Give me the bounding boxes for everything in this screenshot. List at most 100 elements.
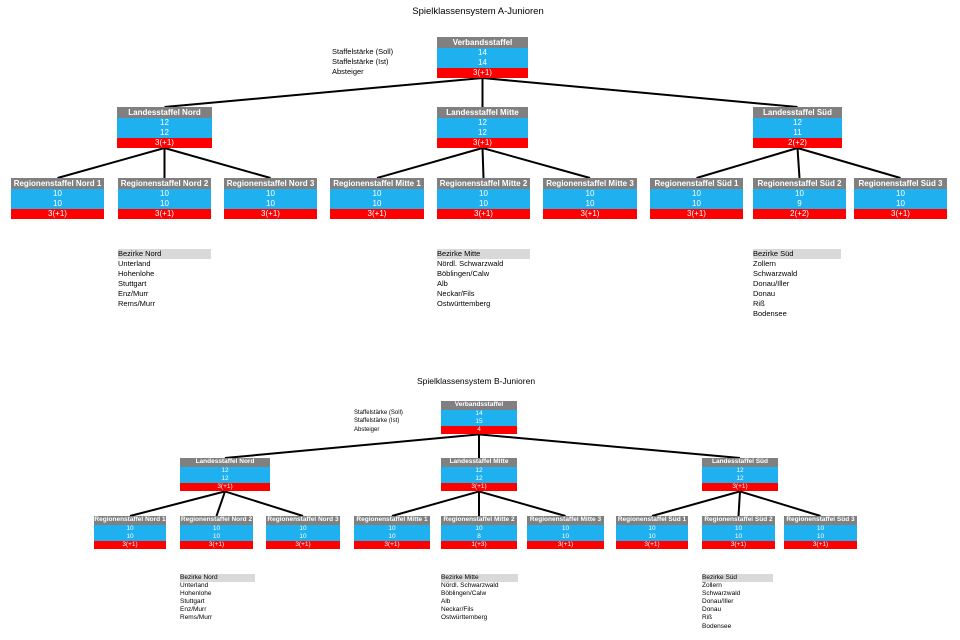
a-junioren-regionenstaffel-box-ist: 10	[650, 199, 743, 209]
a-junioren-district-item: Schwarzwald	[753, 269, 798, 278]
b-junioren-regionenstaffel-box-absteiger: 3(+1)	[702, 541, 775, 550]
a-junioren-connector-line	[164, 147, 271, 179]
a-junioren-regionenstaffel-box-ist: 10	[224, 199, 317, 209]
b-junioren-regionenstaffel-box-ist: 10	[180, 532, 253, 542]
a-junioren-regionenstaffel-box-soll: 10	[854, 189, 947, 199]
b-junioren-regionenstaffel-box-absteiger: 3(+1)	[180, 541, 253, 550]
b-junioren-regionenstaffel-box-ist: 10	[702, 532, 775, 542]
b-junioren-district-item: Neckar/Fils	[441, 606, 474, 614]
a-junioren-connector-line	[482, 147, 591, 179]
a-junioren-regionenstaffel-box-absteiger: 3(+1)	[650, 209, 743, 219]
a-junioren-district-title: Bezirke Nord	[118, 249, 211, 259]
a-junioren-landesstaffel-box-ist: 11	[753, 128, 842, 138]
b-junioren-landesstaffel-box-soll: 12	[441, 466, 517, 475]
b-junioren-regionenstaffel-box-ist: 8	[441, 532, 517, 542]
b-junioren-regionenstaffel-box-absteiger: 1(+3)	[441, 541, 517, 550]
a-junioren-regionenstaffel-box-absteiger: 3(+1)	[330, 209, 424, 219]
b-junioren-verbandsstaffel-box-soll: 14	[441, 409, 517, 418]
b-junioren-regionenstaffel-box-soll: 10	[180, 524, 253, 533]
a-junioren-regionenstaffel-box-ist: 10	[11, 199, 104, 209]
a-junioren-district-item: Bodensee	[753, 309, 787, 318]
b-junioren-regionenstaffel-box-name: Regionenstaffel Süd 1	[616, 516, 688, 525]
a-junioren-district-item: Ostwürttemberg	[437, 299, 491, 308]
a-junioren-regionenstaffel-box-name: Regionenstaffel Mitte 3	[543, 178, 637, 189]
a-junioren-verbandsstaffel-box-absteiger: 3(+1)	[437, 68, 528, 78]
b-junioren-connector-line	[737, 491, 741, 517]
a-junioren-regionenstaffel-box-name: Regionenstaffel Süd 3	[854, 178, 947, 189]
a-junioren-regionenstaffel-box-ist: 10	[118, 199, 211, 209]
b-junioren-district-item: Enz/Murr	[180, 606, 207, 614]
b-junioren-connector-line	[651, 490, 741, 517]
b-junioren-district-item: Nördl. Schwarzwald	[441, 582, 499, 590]
b-junioren-landesstaffel-box-name: Landesstaffel Mitte	[441, 458, 517, 467]
a-junioren-legend-label: Staffelstärke (Soll)	[332, 47, 394, 56]
a-junioren-regionenstaffel-box-absteiger: 3(+1)	[543, 209, 637, 219]
a-junioren-regionenstaffel-box-name: Regionenstaffel Süd 2	[753, 178, 846, 189]
b-junioren-district-item: Bodensee	[702, 622, 732, 630]
a-junioren-legend: Staffelstärke (Soll)Staffelstärke (Ist)A…	[332, 47, 393, 77]
a-junioren-landesstaffel-box-soll: 12	[117, 118, 212, 128]
a-junioren-district-item: Unterland	[118, 259, 151, 268]
b-junioren-legend-label: Staffelstärke (Soll)	[354, 410, 403, 416]
b-junioren-district-item: Donau/Iller	[702, 598, 734, 606]
a-junioren-district-item: Donau	[753, 289, 776, 298]
a-junioren-regionenstaffel-box-soll: 10	[753, 189, 846, 199]
a-junioren-landesstaffel-box-ist: 12	[437, 128, 528, 138]
b-junioren-landesstaffel-box-ist: 12	[180, 474, 270, 484]
b-junioren-district-item: Zollern	[702, 582, 722, 590]
b-junioren-regionenstaffel-box-name: Regionenstaffel Süd 2	[702, 516, 775, 525]
a-junioren-regionenstaffel-box-absteiger: 2(+2)	[753, 209, 846, 219]
b-junioren-regionenstaffel-box-absteiger: 3(+1)	[94, 541, 166, 550]
a-junioren-regionenstaffel-box-soll: 10	[224, 189, 317, 199]
b-junioren-landesstaffel-box-absteiger: 3(+1)	[441, 483, 517, 492]
b-junioren-regionenstaffel-box-ist: 10	[354, 532, 430, 542]
a-junioren-connector-line	[696, 147, 798, 179]
b-junioren-regionenstaffel-box-soll: 10	[616, 524, 688, 533]
a-junioren-landesstaffel-box-ist: 12	[117, 128, 212, 138]
a-junioren-landesstaffel-box-absteiger: 2(+2)	[753, 138, 842, 148]
a-junioren-regionenstaffel-box-name: Regionenstaffel Mitte 1	[330, 178, 424, 189]
b-junioren-regionenstaffel-box-name: Regionenstaffel Mitte 3	[527, 516, 604, 525]
b-junioren-regionenstaffel-box-soll: 10	[441, 524, 517, 533]
b-junioren-landesstaffel-box-ist: 12	[441, 474, 517, 484]
a-junioren-connector-line	[481, 147, 485, 179]
a-junioren-regionenstaffel-box-soll: 10	[437, 189, 530, 199]
b-junioren-verbandsstaffel-box-absteiger: 4	[441, 426, 517, 435]
a-junioren-district-item: Hohenlohe	[118, 269, 155, 278]
a-junioren-regionenstaffel-box-absteiger: 3(+1)	[11, 209, 104, 219]
b-junioren-title: Spielklassensystem B-Junioren	[416, 376, 536, 386]
b-junioren-regionenstaffel-box-absteiger: 3(+1)	[354, 541, 430, 550]
a-junioren-legend-label: Staffelstärke (Ist)	[332, 57, 389, 66]
a-junioren-connector-line	[376, 147, 483, 179]
b-junioren-regionenstaffel-box-absteiger: 3(+1)	[527, 541, 604, 550]
a-junioren-regionenstaffel-box-absteiger: 3(+1)	[118, 209, 211, 219]
a-junioren-connector-line	[164, 77, 483, 108]
a-junioren-landesstaffel-box-name: Landesstaffel Mitte	[437, 107, 528, 118]
b-junioren-verbandsstaffel-box-ist: 15	[441, 417, 517, 427]
a-junioren-connector-line	[482, 77, 798, 108]
b-junioren-connector-line	[215, 491, 226, 517]
a-junioren-regionenstaffel-box-soll: 10	[11, 189, 104, 199]
a-junioren-district-title: Bezirke Süd	[753, 249, 841, 259]
b-junioren-regionenstaffel-box-ist: 10	[527, 532, 604, 542]
b-junioren-district-item: Stuttgart	[180, 598, 205, 606]
a-junioren-connector-line	[796, 147, 801, 179]
